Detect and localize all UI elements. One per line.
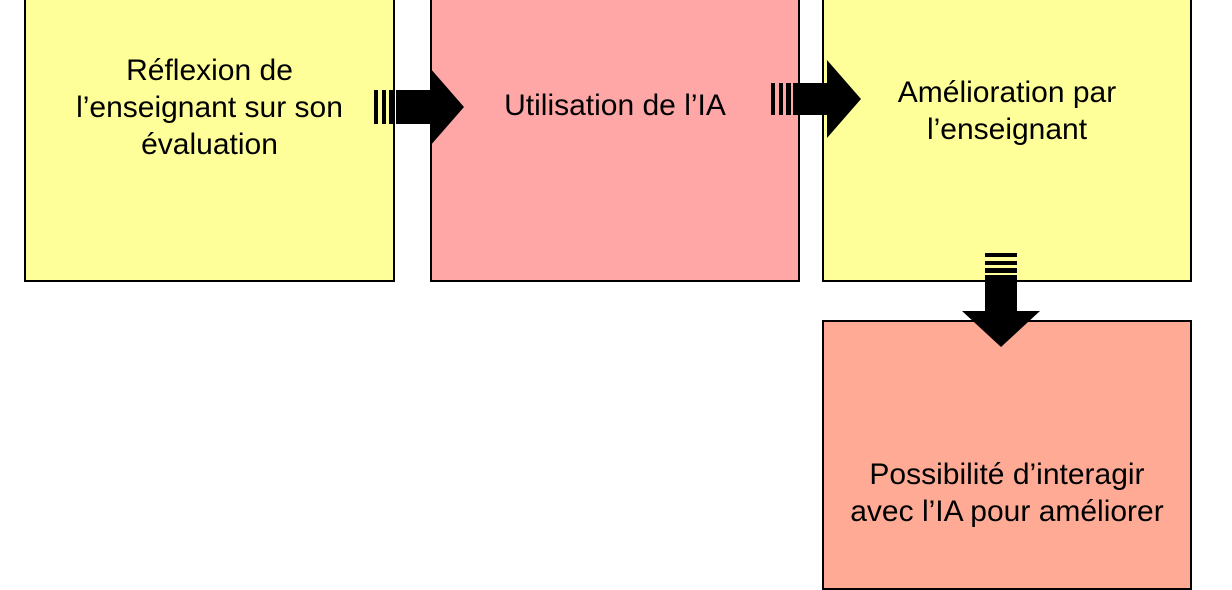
arrow-stripe [985, 268, 1017, 273]
amelioration-label: Amélioration par l’enseignant [897, 76, 1117, 146]
arrow-stripe [985, 253, 1017, 257]
arrow-right-icon [374, 68, 464, 146]
arrow-stripe [374, 90, 378, 124]
arrow-stripe [771, 83, 775, 115]
arrow-head [962, 275, 1040, 347]
reflexion-label: Réflexion de l’enseignant sur son évalua… [76, 53, 343, 161]
possibilite-box: Possibilité d’interagir avec l’IA pour a… [822, 320, 1192, 590]
arrow-down-icon [962, 253, 1040, 347]
arrow-stripe [779, 83, 783, 115]
arrow-stripe [382, 90, 386, 124]
possibilite-label: Possibilité d’interagir avec l’IA pour a… [850, 458, 1164, 528]
arrow-stripe [985, 261, 1017, 265]
amelioration-box: Amélioration par l’enseignant [822, 0, 1192, 282]
arrow-stripe [786, 83, 791, 115]
arrow-stripe [389, 90, 394, 124]
utilisation-label: Utilisation de l’IA [504, 88, 726, 122]
reflexion-box: Réflexion de l’enseignant sur son évalua… [24, 0, 395, 282]
arrow-right-icon [771, 60, 861, 138]
arrow-head [396, 68, 464, 146]
arrow-head [793, 60, 861, 138]
utilisation-box: Utilisation de l’IA [430, 0, 800, 282]
